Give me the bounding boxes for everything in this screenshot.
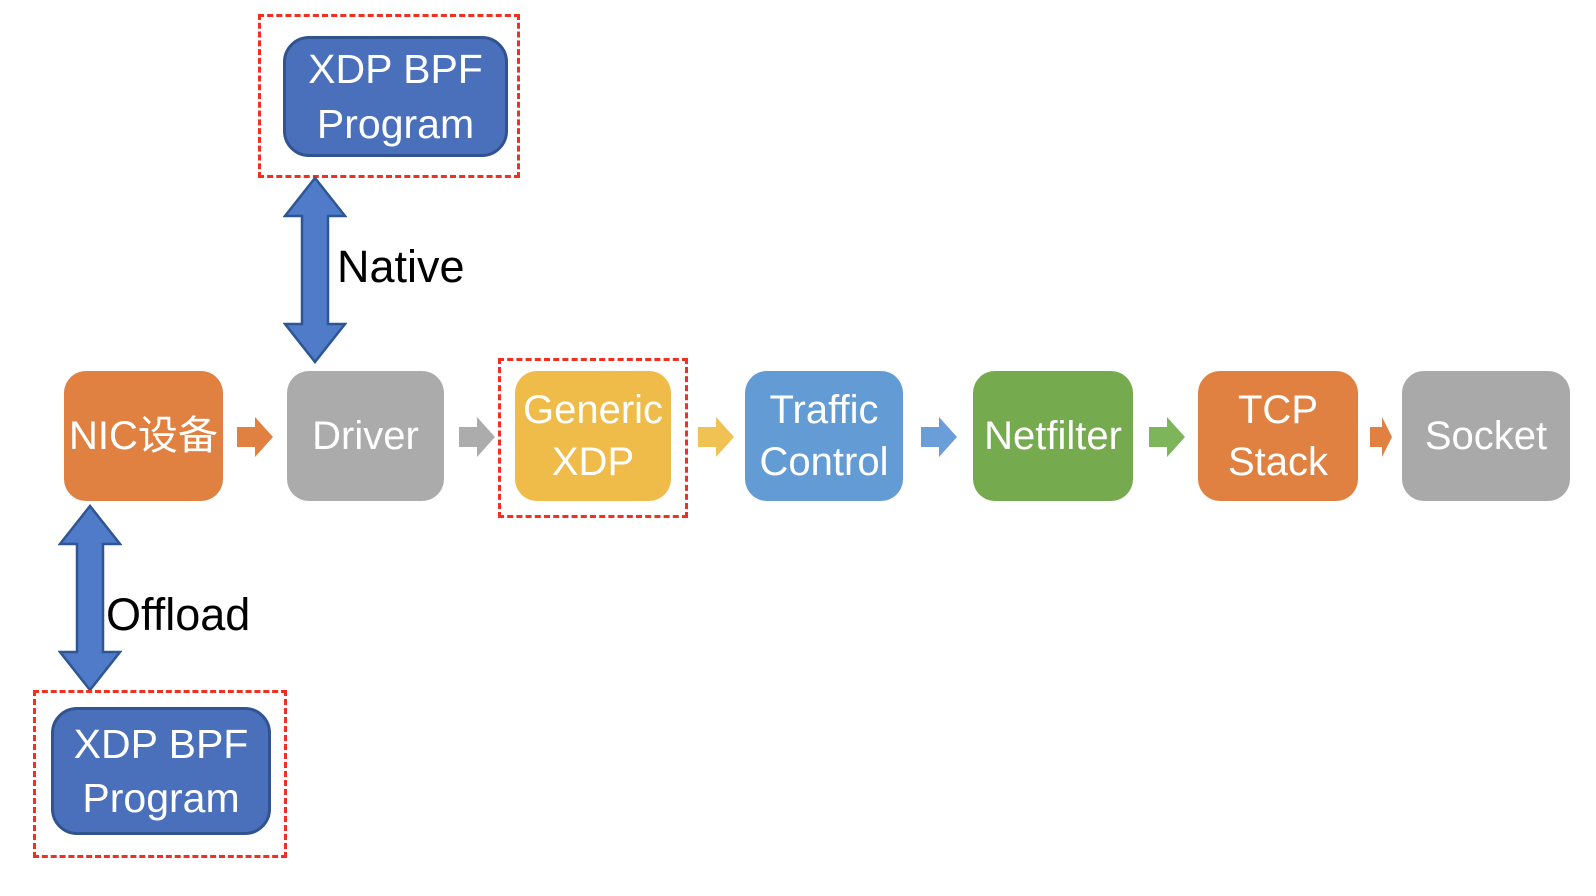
node-driver: Driver bbox=[287, 371, 444, 501]
node-tcp-stack: TCP Stack bbox=[1198, 371, 1358, 501]
node-label-line: XDP BPF bbox=[73, 720, 249, 767]
offload-label: Offload bbox=[106, 589, 251, 640]
node-traffic-control: Traffic Control bbox=[745, 371, 903, 501]
node-label-line: NIC设备 bbox=[69, 414, 218, 458]
arrow-driver-to-generic-xdp-icon bbox=[459, 417, 495, 457]
node-xdp-bpf-program-bottom: XDP BPF Program bbox=[51, 707, 271, 835]
node-socket: Socket bbox=[1402, 371, 1570, 501]
node-xdp-bpf-program-top: XDP BPF Program bbox=[283, 36, 508, 157]
node-label-line: TCP bbox=[1238, 388, 1318, 432]
node-label-line: Control bbox=[759, 440, 889, 484]
node-netfilter: Netfilter bbox=[973, 371, 1133, 501]
arrow-shape bbox=[237, 417, 273, 457]
arrow-shape bbox=[921, 417, 957, 457]
highlight-box-bottom-program bbox=[33, 690, 287, 858]
node-label-line: Driver bbox=[312, 414, 419, 458]
node-label-line: Program bbox=[316, 100, 475, 147]
node-label-line: XDP BPF bbox=[308, 46, 483, 93]
node-label-line: Program bbox=[82, 775, 240, 821]
node-nic-device: NIC设备 bbox=[64, 371, 223, 501]
arrow-shape bbox=[698, 417, 734, 457]
node-generic-xdp: Generic XDP bbox=[515, 371, 671, 501]
arrow-traffic-control-to-netfilter-icon bbox=[921, 417, 957, 457]
arrow-shape bbox=[1370, 417, 1392, 457]
native-double-arrow-icon bbox=[283, 176, 347, 364]
arrow-tcp-stack-to-socket-icon bbox=[1370, 417, 1392, 457]
arrow-shape bbox=[1149, 417, 1185, 457]
arrow-shape bbox=[459, 417, 495, 457]
arrow-nic-to-driver-icon bbox=[237, 417, 273, 457]
node-label-line: Traffic bbox=[769, 388, 879, 432]
node-label-line: Socket bbox=[1424, 414, 1548, 458]
highlight-box-generic-xdp bbox=[498, 358, 688, 518]
node-label-line: Stack bbox=[1227, 440, 1329, 484]
arrow-generic-xdp-to-traffic-control-icon bbox=[698, 417, 734, 457]
node-label-line: Netfilter bbox=[984, 414, 1122, 458]
native-double-arrow-shape bbox=[283, 176, 347, 364]
node-label-line: XDP bbox=[551, 440, 635, 484]
highlight-box-top-program bbox=[258, 14, 520, 178]
node-label-line: Generic bbox=[522, 388, 664, 432]
arrow-netfilter-to-tcp-stack-icon bbox=[1149, 417, 1185, 457]
native-label: Native bbox=[337, 241, 465, 292]
